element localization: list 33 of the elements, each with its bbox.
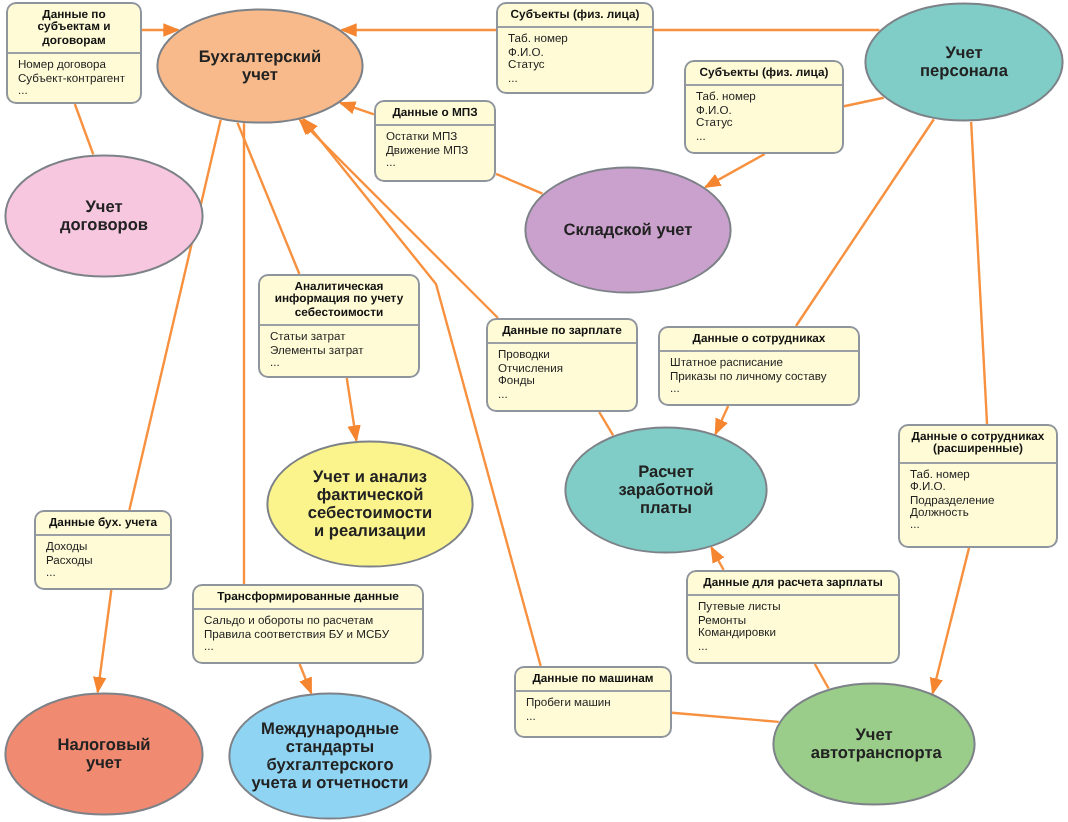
arrow (142, 23, 181, 37)
node-label: Международные стандарты бухгалтерского учета и отчетности (249, 719, 411, 793)
node-label: Учет и анализ фактической себестоимости и реализации (305, 467, 435, 541)
arrow (703, 152, 766, 189)
node-label: Расчет заработной платы (616, 462, 716, 518)
node-label: Налоговый учет (55, 735, 153, 773)
data-card (514, 666, 672, 738)
arrow (339, 23, 496, 37)
node-label: Учет автотранспорта (810, 725, 938, 763)
data-card (258, 274, 420, 378)
arrow (714, 405, 730, 436)
data-card (658, 326, 860, 406)
node-label: Складской учет (563, 220, 693, 240)
arrow (710, 545, 725, 571)
node-label: Бухгалтерский учет (196, 47, 324, 85)
arrow (298, 663, 313, 695)
arrow (345, 377, 361, 443)
data-card (6, 2, 142, 104)
node-label: Учет договоров (57, 197, 151, 235)
data-card (496, 2, 654, 94)
arrow (929, 547, 971, 695)
data-card (898, 424, 1058, 548)
data-card (374, 100, 496, 182)
data-card (486, 318, 638, 412)
node-label: Учет персонала (918, 43, 1010, 81)
data-card (192, 584, 424, 664)
data-card (34, 510, 172, 590)
arrow (338, 101, 375, 116)
arrow (93, 589, 113, 694)
data-card (686, 570, 900, 664)
arrow (302, 117, 542, 667)
arrow (298, 118, 499, 319)
data-card (684, 60, 844, 154)
